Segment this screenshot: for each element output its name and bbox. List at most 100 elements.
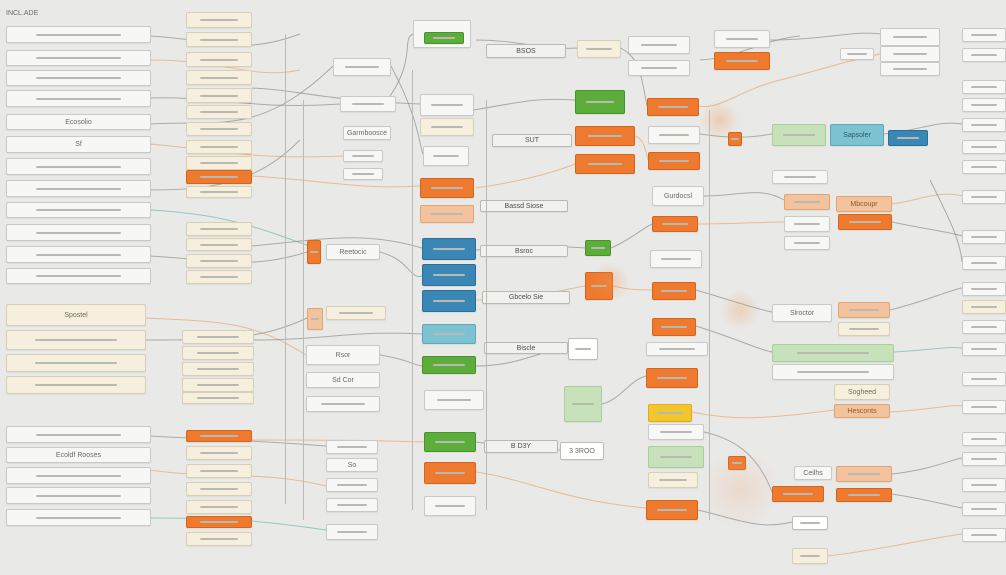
- glow-spot: [590, 262, 630, 302]
- node-label: Ecoldf Rooses: [55, 451, 102, 459]
- column-7-box: [888, 130, 928, 146]
- column-7-box: [838, 302, 890, 318]
- connector-label: Bassd Siose: [480, 200, 568, 212]
- column-5-box: [564, 386, 602, 422]
- connector-line: [475, 471, 647, 509]
- left-list-item: [6, 180, 151, 197]
- left-list-item: Sf: [6, 136, 151, 153]
- right-column-item: [962, 48, 1006, 62]
- column-5-box: [585, 240, 611, 256]
- column-3-accent: [307, 308, 323, 330]
- connector-line: [473, 98, 576, 111]
- connector-line: [379, 354, 423, 367]
- connector-line: [612, 285, 653, 291]
- column-3-item: [306, 396, 380, 412]
- connector-line: [610, 223, 653, 249]
- column-2-item: [186, 32, 252, 47]
- column-2-item: [186, 238, 252, 251]
- column-3-item: [326, 524, 378, 540]
- column-2-item: [182, 346, 254, 360]
- column-4-box: [424, 432, 476, 452]
- column-3-accent: [307, 240, 321, 264]
- right-column-item: [962, 80, 1006, 94]
- column-4-box: [420, 178, 474, 198]
- left-list-item: [6, 426, 151, 443]
- node-label: Bassd Siose: [504, 202, 544, 210]
- node-label: Garmboosce: [346, 129, 388, 137]
- column-6-box: [648, 126, 700, 144]
- connector-line: [251, 237, 423, 249]
- column-7-box: Mbcoupr: [836, 196, 892, 212]
- node-label: SUT: [525, 137, 539, 144]
- connector-line: [769, 32, 881, 41]
- column-6-box: [648, 152, 700, 170]
- column-3-item: [343, 168, 383, 180]
- node-label: So: [347, 461, 357, 469]
- connector-label: Bsroc: [480, 245, 568, 257]
- connector-line: [379, 33, 414, 111]
- node-label: INCL.ADE: [6, 9, 39, 17]
- connector-line: [475, 163, 576, 189]
- column-7-box: Ceilhs: [794, 466, 832, 480]
- connector-line: [703, 431, 773, 493]
- column-7-box: [784, 194, 830, 210]
- connector-line: [889, 405, 963, 413]
- vertical-guide-line: [303, 100, 304, 520]
- column-7-box: [772, 486, 824, 502]
- column-5-box: [585, 272, 613, 300]
- vertical-guide-line: [709, 110, 710, 520]
- column-7-box: [714, 52, 770, 70]
- node-label: Sapsoler: [843, 131, 871, 139]
- right-column-item: [962, 372, 1006, 386]
- column-7-box: [784, 236, 830, 250]
- column-4-box: [424, 496, 476, 516]
- node-label: Sogheed: [847, 388, 877, 396]
- node-label: Reetocic: [339, 248, 367, 256]
- column-4-box: [422, 238, 476, 260]
- connector-line: [929, 179, 963, 263]
- column-3-item: [333, 58, 391, 76]
- column-6-box: [646, 342, 708, 356]
- node-label: Bsroc: [515, 247, 533, 255]
- right-column-item: [962, 118, 1006, 132]
- right-column-item: [962, 160, 1006, 174]
- left-list-item: [6, 487, 151, 504]
- left-list-item: [6, 26, 151, 43]
- right-column-item: [962, 528, 1006, 542]
- right-column-item: [880, 28, 940, 46]
- column-3-item: [326, 498, 378, 512]
- column-7-box: [714, 30, 770, 48]
- column-4-box: [422, 324, 476, 344]
- connector-line: [601, 375, 647, 405]
- column-6-box: [648, 404, 692, 422]
- left-list-item: [6, 90, 151, 107]
- column-6-box: [646, 500, 698, 520]
- column-6-box: Gurdocsl: [652, 186, 704, 206]
- column-2-item: [186, 170, 252, 184]
- column-2-item: [186, 516, 252, 528]
- column-7-box: Hesconts: [834, 404, 890, 418]
- column-5-box: [568, 338, 598, 360]
- column-2-item: [186, 430, 252, 442]
- column-7-box: [728, 132, 742, 146]
- connector-line: [251, 175, 421, 188]
- right-column-item: [962, 190, 1006, 204]
- column-7-box: [836, 488, 892, 502]
- connector-line: [149, 59, 301, 74]
- column-2-item: [186, 52, 252, 67]
- right-column-item: [840, 48, 874, 60]
- connector-line: [699, 133, 773, 138]
- connector-line: [695, 289, 773, 313]
- node-label: Hesconts: [847, 407, 877, 415]
- column-2-item: [182, 330, 254, 344]
- left-list-item: Ecosolio: [6, 114, 151, 130]
- column-6-box: [652, 318, 696, 336]
- node-label: B D3Y: [510, 443, 532, 450]
- left-list-item: Spostel: [6, 304, 146, 326]
- connector-label: Biscle: [484, 342, 568, 354]
- connector-line: [634, 135, 649, 161]
- glow-spot: [700, 100, 740, 140]
- column-2-item: [186, 88, 252, 103]
- left-list-item: [6, 246, 151, 263]
- right-column-item: [880, 62, 940, 76]
